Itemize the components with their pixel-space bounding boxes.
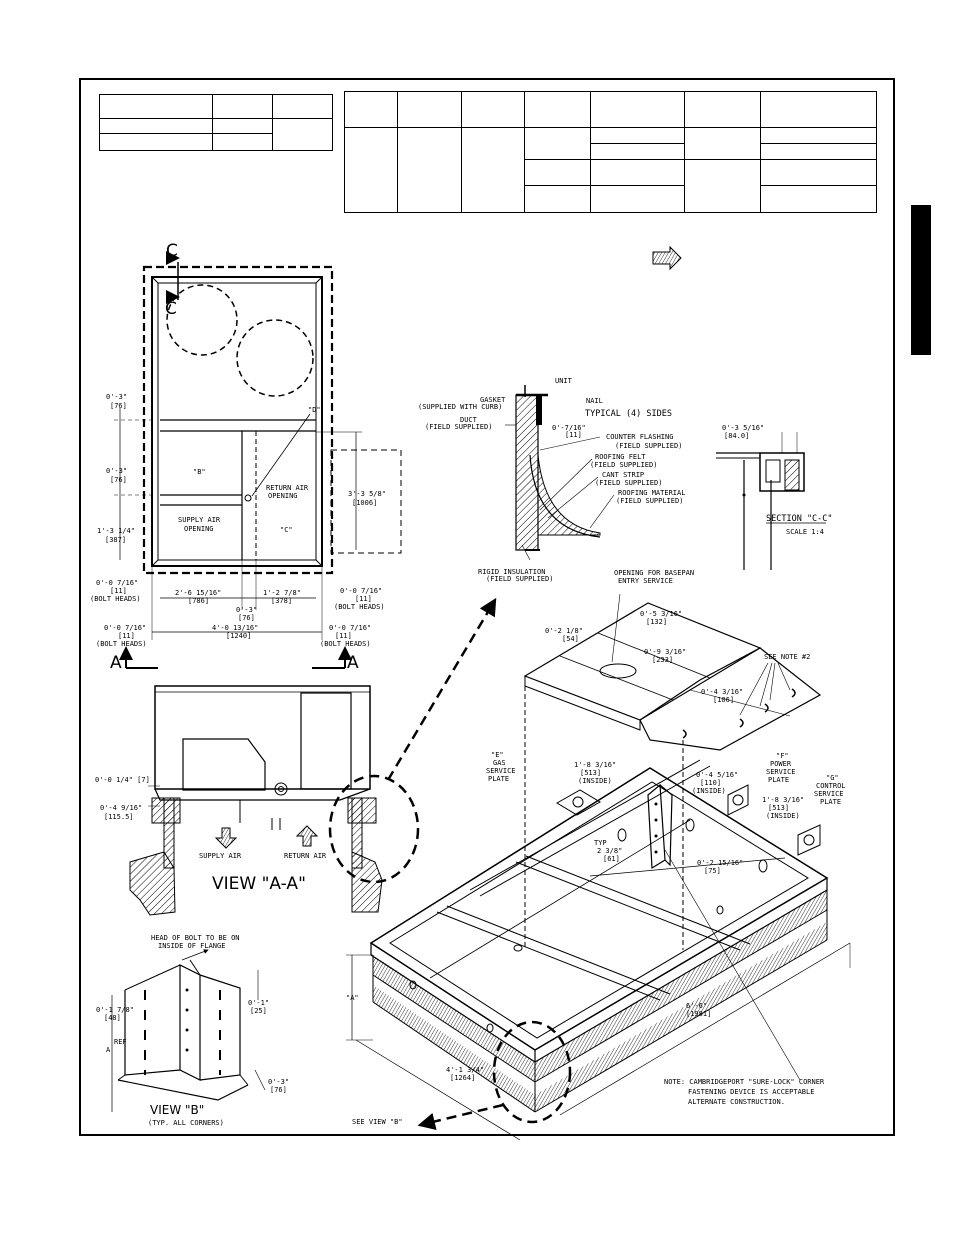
large-table xyxy=(344,91,877,213)
section-a-mark: A xyxy=(110,653,122,673)
dim-left-bolt: 0'-0 7/16"[11](BOLT HEADS) xyxy=(90,579,141,603)
iso-dim-0-2-15: 0'-2 15/16"[75] xyxy=(697,859,743,875)
point-b: "B" xyxy=(193,468,206,476)
section-c-mark-2: C xyxy=(165,299,177,319)
direction-arrow-icon xyxy=(652,245,682,271)
iso-dim-0-9: 0'-9 3/16"[233] xyxy=(644,648,686,664)
label-roofing-material: ROOFING MATERIAL(FIELD SUPPLIED) xyxy=(616,489,685,505)
dim-right-bolt: 0'-0 7/16"[11](BOLT HEADS) xyxy=(334,587,385,611)
view-b-title: VIEW "B" xyxy=(150,1103,204,1117)
section-cc-dim: 0'-3 5/16"[84.0] xyxy=(722,424,764,440)
section-a-mark-2: A xyxy=(347,653,359,673)
view-b-subtitle: (TYP. ALL CORNERS) xyxy=(148,1119,224,1127)
label-typical: TYPICAL (4) SIDES xyxy=(585,409,672,419)
point-d: "D" xyxy=(308,406,321,414)
label-gasket: GASKET(SUPPLIED WITH CURB) xyxy=(418,396,506,411)
label-dim: 0'-7/16"[11] xyxy=(552,424,586,439)
section-cc-scale: SCALE 1:4 xyxy=(786,528,824,536)
iso-dim-0-2: 0'-2 1/8"[54] xyxy=(545,627,583,643)
view-b-a-mark: A xyxy=(106,1046,111,1054)
iso-dim-0-4: 0'-4 3/16"[106] xyxy=(701,688,743,704)
label-duct: DUCT(FIELD SUPPLIED) xyxy=(425,416,492,431)
drawing-frame xyxy=(79,78,895,1136)
section-tab xyxy=(911,205,931,355)
iso-dim-1-8b: 1'-8 3/16"[513](INSIDE) xyxy=(762,796,804,820)
view-b-dim-b: 0'-1"[25] xyxy=(248,999,269,1015)
dim-1-3-1-4: 1'-3 1/4"[387] xyxy=(97,527,135,544)
section-cc: 0'-3 5/16"[84.0] SECTION "C-C" SCALE 1:4 xyxy=(716,424,833,570)
label-rigid-insulation: RIGID INSULATION(FIELD SUPPLIED) xyxy=(478,568,553,583)
dim-4-0: 4'-0 13/16"[1240] xyxy=(212,624,258,640)
dim-bottom-left-bolt: 0'-0 7/16"[11](BOLT HEADS) xyxy=(96,624,147,648)
dim-top3a: 0'-3"[76] xyxy=(106,393,127,410)
curb-detail: UNIT GASKET(SUPPLIED WITH CURB) NAIL TYP… xyxy=(418,377,685,583)
view-aa-dim1: 0'-0 1/4" [7] xyxy=(95,776,150,784)
dim-2-6: 2'-6 15/16"[786] xyxy=(175,589,221,605)
iso-dim-0-5: 0'-5 3/16"[132] xyxy=(640,610,682,626)
label-unit: UNIT xyxy=(555,377,573,385)
view-b-ref: REF xyxy=(114,1038,127,1046)
view-aa-return: RETURN AIR xyxy=(284,852,327,860)
dim-0-3: 0'-3"[76] xyxy=(236,606,257,622)
small-table xyxy=(99,94,333,151)
label-roofing-felt: ROOFING FELT(FIELD SUPPLIED) xyxy=(590,453,657,469)
view-b-dim-a: 0'-1 7/8"[48] xyxy=(96,1006,134,1022)
view-aa: SUPPLY AIR RETURN AIR VIEW "A-A" 0'-0 1/… xyxy=(95,597,497,916)
iso-see-note: SEE NOTE #2 xyxy=(764,653,810,661)
iso-dim-4-1: 4'-1 3/4"[1264] xyxy=(446,1066,484,1082)
iso-see-view-b: SEE VIEW "B" xyxy=(352,1118,403,1126)
iso-dim-6-6: 6'-6"[1981] xyxy=(686,1002,711,1018)
label-counter-flashing: COUNTER FLASHING(FIELD SUPPLIED) xyxy=(606,433,682,450)
point-c: "C" xyxy=(280,526,293,534)
iso-a-dim: "A" xyxy=(346,994,359,1002)
view-aa-title: VIEW "A-A" xyxy=(212,874,306,894)
label-cant-strip: CANT STRIP(FIELD SUPPLIED) xyxy=(595,471,662,487)
dim-1-2: 1'-2 7/8"[378] xyxy=(263,589,301,605)
dim-bottom-right-bolt: 0'-0 7/16"[11](BOLT HEADS) xyxy=(320,624,371,648)
section-c-mark: C xyxy=(166,241,178,261)
view-aa-dim2: 0'-4 9/16"[115.5] xyxy=(100,804,142,821)
dim-3-3-5-8: 3'-3 5/8"[1006] xyxy=(348,490,386,507)
view-b-dim-c: 0'-3"[76] xyxy=(268,1078,289,1094)
label-nail: NAIL xyxy=(586,397,603,405)
dim-top3b: 0'-3"[76] xyxy=(106,467,127,484)
iso-dim-1-8a: 1'-8 3/16"[513](INSIDE) xyxy=(574,761,616,785)
iso-dim-0-4-5: 0'-4 5/16"[110](INSIDE) xyxy=(692,771,738,795)
section-cc-title: SECTION "C-C" xyxy=(766,514,833,524)
view-aa-supply: SUPPLY AIR xyxy=(199,852,242,860)
